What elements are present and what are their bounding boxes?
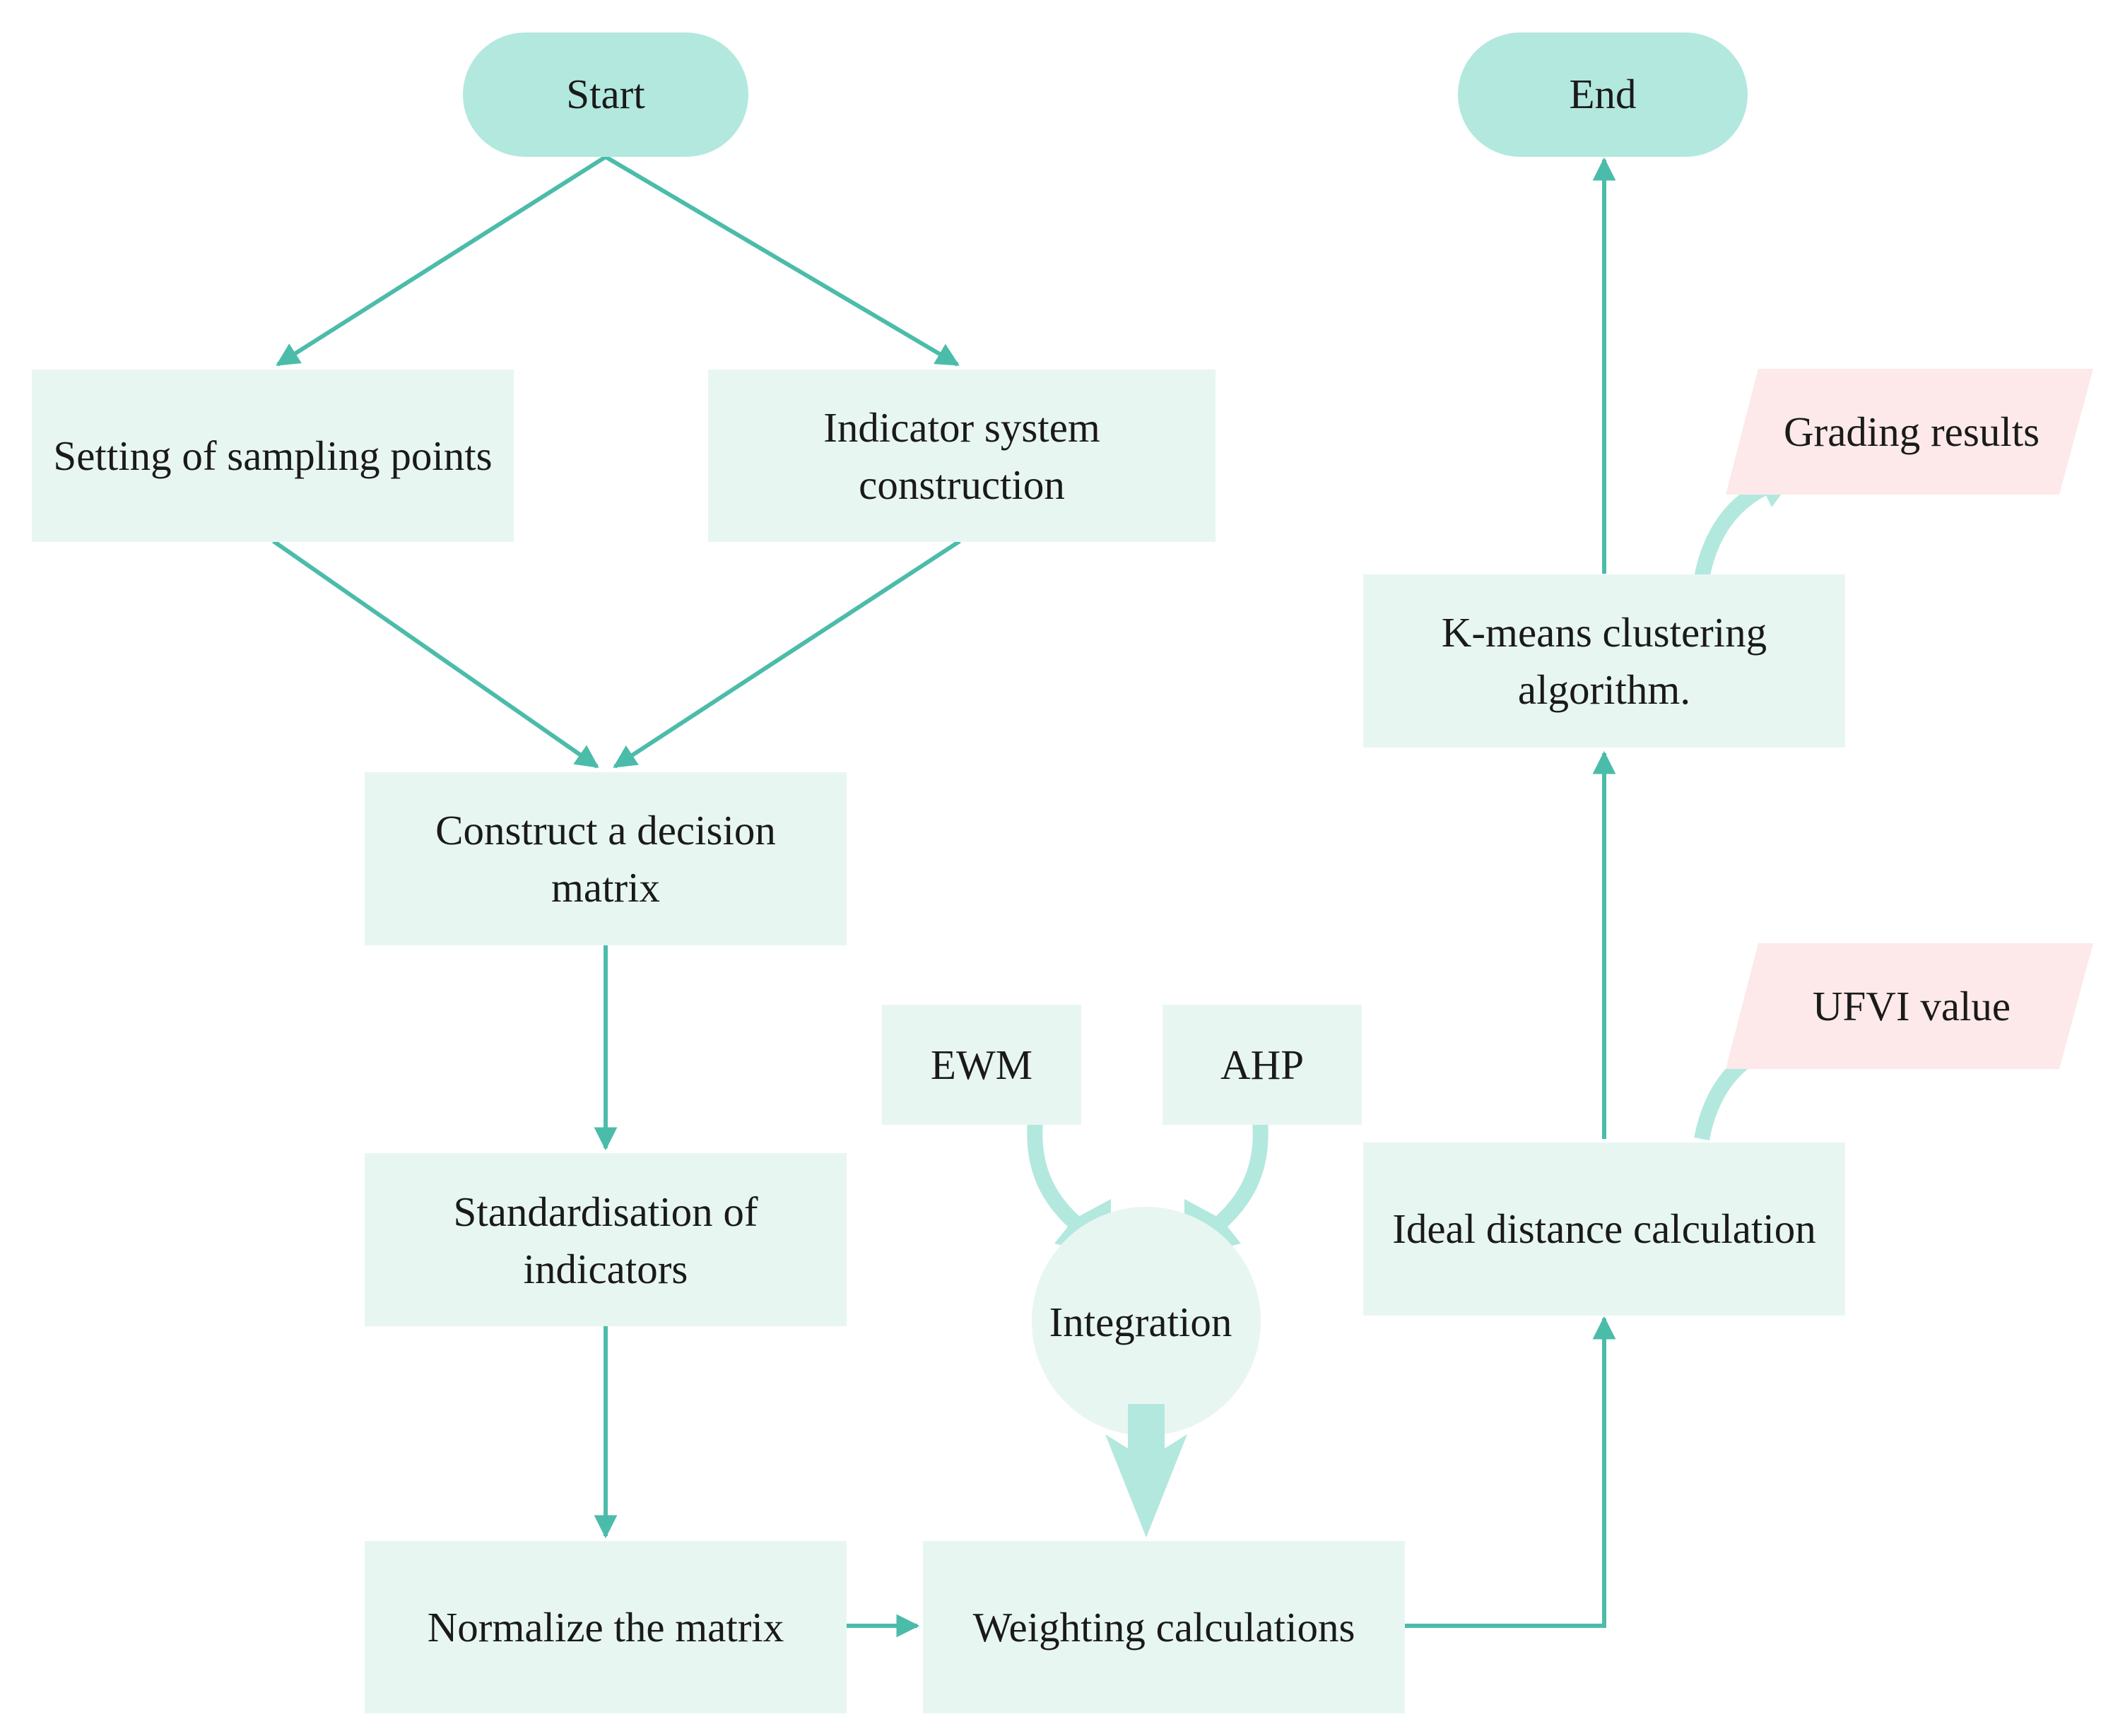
kmeans-label-line2: algorithm. — [1518, 666, 1690, 713]
normalize-label: Normalize the matrix — [428, 1604, 784, 1651]
ahp-label: AHP — [1220, 1041, 1304, 1088]
decision-matrix-box — [365, 772, 847, 945]
ufvi-value-parallelogram — [1726, 943, 2093, 1069]
edge-start-to-sampling — [276, 155, 607, 367]
ideal-distance-box — [1363, 1142, 1845, 1316]
start-label: Start — [566, 71, 645, 117]
sampling-points-box — [32, 370, 514, 542]
kmeans-box — [1363, 574, 1845, 748]
grading-results-label: Grading results — [1784, 408, 2040, 455]
indicator-system-label-line2: construction — [859, 461, 1065, 508]
ewm-box — [882, 1005, 1081, 1125]
decision-matrix-label-line1: Construct a decision — [435, 807, 776, 854]
decision-matrix-label-line2: matrix — [551, 864, 660, 911]
standardisation-box — [365, 1153, 847, 1326]
integration-circle — [1032, 1207, 1261, 1436]
edges — [272, 155, 1616, 1638]
ahp-box — [1163, 1005, 1362, 1125]
standardisation-label-line2: indicators — [524, 1246, 688, 1292]
edge-start-to-indicator — [604, 155, 960, 367]
sampling-points-label: Setting of sampling points — [53, 432, 492, 479]
ewm-label: EWM — [931, 1041, 1032, 1088]
weighting-label: Weighting calculations — [973, 1604, 1355, 1651]
end-label: End — [1569, 71, 1636, 117]
weighting-box — [923, 1541, 1405, 1713]
edge-weighting-to-ideal-distance — [1405, 1316, 1616, 1628]
start-terminal — [463, 33, 748, 157]
indicator-system-box — [708, 370, 1216, 542]
soft-arrow-grading — [1694, 477, 1774, 580]
normalize-box — [365, 1541, 847, 1713]
standardisation-label-line1: Standardisation of — [454, 1188, 758, 1235]
edge-indicator-to-decision — [613, 539, 961, 769]
ideal-distance-label: Ideal distance calculation — [1392, 1205, 1816, 1252]
integration-to-weighting-arrow — [1105, 1404, 1187, 1537]
grading-results-parallelogram — [1726, 369, 2093, 495]
edge-sampling-to-decision — [272, 539, 599, 769]
indicator-system-label-line1: Indicator system — [823, 404, 1100, 451]
ufvi-value-label: UFVI value — [1813, 983, 2011, 1029]
end-terminal — [1458, 33, 1748, 157]
kmeans-label-line1: K-means clustering — [1442, 609, 1767, 656]
integration-label: Integration — [1049, 1299, 1232, 1345]
